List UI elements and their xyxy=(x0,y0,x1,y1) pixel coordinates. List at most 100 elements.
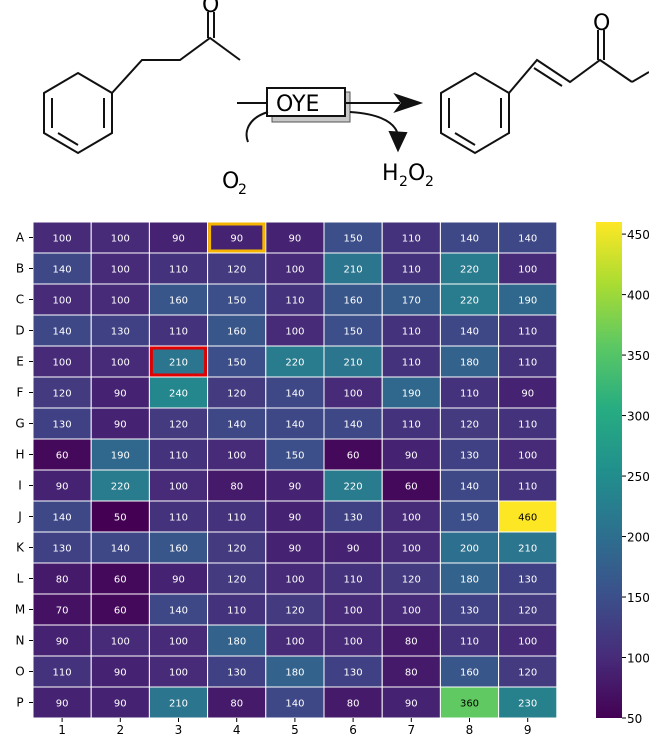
heatmap-cell xyxy=(439,531,500,564)
heatmap-cell-value: 100 xyxy=(111,358,130,369)
heatmap-cell-value: 130 xyxy=(53,544,72,555)
peroxide-label: H 2 O 2 xyxy=(382,161,434,190)
heatmap-cell-value: 110 xyxy=(169,327,188,338)
heatmap-cell xyxy=(32,686,92,719)
heatmap-cell-value: 130 xyxy=(344,513,363,524)
heatmap-cell xyxy=(148,469,209,502)
heatmap-cell xyxy=(381,531,441,564)
heatmap-cell-value: 60 xyxy=(114,606,127,617)
heatmap-cell-value: 160 xyxy=(344,296,363,307)
svg-text:2: 2 xyxy=(399,174,408,190)
heatmap-cell-value: 90 xyxy=(172,234,185,245)
heatmap-cell-value: 120 xyxy=(460,420,479,431)
heatmap-cell xyxy=(207,283,267,316)
heatmap-cell xyxy=(207,345,267,378)
row-label: J xyxy=(17,510,22,524)
heatmap-cell-value: 110 xyxy=(402,234,421,245)
heatmap-cell xyxy=(207,624,267,657)
heatmap-cell-value: 210 xyxy=(344,265,363,276)
row-label: H xyxy=(15,448,24,462)
heatmap-cell-value: 100 xyxy=(53,358,72,369)
heatmap-cell-labels: 100 100 90 90 90 150 110 140 140 140 100 110 120 100 2… xyxy=(53,234,538,710)
row-label: B xyxy=(16,262,24,276)
heatmap-cell-value: 90 xyxy=(114,699,127,710)
heatmap-cell xyxy=(439,221,500,254)
heatmap-cell-value: 110 xyxy=(169,513,188,524)
colorbar-tick-label: 200 xyxy=(627,531,649,545)
heatmap-cell-value: 110 xyxy=(518,482,537,493)
reaction-scheme: O OYE O 2 H 2 O 2 O xyxy=(43,0,649,198)
row-label: M xyxy=(15,603,25,617)
heatmap-cell xyxy=(498,469,558,502)
heatmap-cell-value: 150 xyxy=(344,327,363,338)
colorbar xyxy=(596,222,622,718)
heatmap-cell-value: 120 xyxy=(285,606,304,617)
heatmap-cell-value: 140 xyxy=(285,420,304,431)
heatmap-cell xyxy=(381,345,441,378)
heatmap-cell-value: 110 xyxy=(53,668,72,679)
heatmap-cell-value: 130 xyxy=(53,420,72,431)
heatmap-cell xyxy=(265,345,325,378)
heatmap-cell-value: 210 xyxy=(169,699,188,710)
column-label: 9 xyxy=(524,723,532,737)
heatmap-cell-value: 140 xyxy=(111,544,130,555)
heatmap-cell-value: 130 xyxy=(111,327,130,338)
heatmap-cell-value: 150 xyxy=(227,358,246,369)
heatmap-cell xyxy=(439,283,500,316)
heatmap-cell-value: 140 xyxy=(460,482,479,493)
heatmap-cell-value: 120 xyxy=(169,420,188,431)
heatmap-cell-value: 90 xyxy=(56,637,69,648)
colorbar-tick-label: 100 xyxy=(627,652,649,666)
heatmap-cell-value: 220 xyxy=(460,296,479,307)
carbonyl-o-right: O xyxy=(593,11,610,36)
heatmap-cell-value: 60 xyxy=(405,482,418,493)
heatmap-cell-value: 130 xyxy=(460,451,479,462)
svg-text:2: 2 xyxy=(238,182,247,198)
heatmap-cell xyxy=(498,283,558,316)
heatmap-cell-value: 90 xyxy=(230,234,243,245)
row-label: A xyxy=(16,231,25,245)
row-label: O xyxy=(15,665,24,679)
heatmap-cell-value: 50 xyxy=(114,513,127,524)
heatmap-cell xyxy=(207,655,267,688)
heatmap-cell xyxy=(498,686,558,719)
heatmap-cell xyxy=(148,686,209,719)
heatmap-cell-value: 100 xyxy=(518,451,537,462)
column-label: 4 xyxy=(233,723,241,737)
heatmap-cell xyxy=(148,655,209,688)
heatmap-cell-value: 110 xyxy=(460,389,479,400)
heatmap-cell xyxy=(439,407,500,440)
heatmap-cell-value: 100 xyxy=(111,234,130,245)
heatmap-cell-value: 60 xyxy=(347,451,360,462)
heatmap-cell xyxy=(381,376,441,409)
heatmap-cell xyxy=(148,221,209,254)
heatmap-cell-value: 100 xyxy=(53,234,72,245)
heatmap-cell-value: 140 xyxy=(53,513,72,524)
heatmap-cell xyxy=(323,314,383,347)
heatmap-cell-value: 100 xyxy=(518,637,537,648)
heatmap-cell xyxy=(90,686,150,719)
heatmap-cell-value: 140 xyxy=(169,606,188,617)
heatmap-cell-value: 140 xyxy=(460,327,479,338)
heatmap-cell-value: 140 xyxy=(460,234,479,245)
heatmap-cell-value: 140 xyxy=(227,420,246,431)
heatmap-cell-value: 90 xyxy=(405,451,418,462)
heatmap-cell xyxy=(498,345,558,378)
heatmap-cell-value: 90 xyxy=(114,668,127,679)
row-label: L xyxy=(17,572,24,586)
heatmap-cell-value: 180 xyxy=(227,637,246,648)
row-label: K xyxy=(16,541,25,555)
heatmap-cell xyxy=(32,376,92,409)
heatmap-cell-value: 110 xyxy=(460,637,479,648)
heatmap-cell xyxy=(323,345,383,378)
heatmap-cell-value: 230 xyxy=(518,699,537,710)
heatmap-cell-value: 100 xyxy=(285,265,304,276)
row-label: I xyxy=(18,479,22,493)
column-label: 1 xyxy=(58,723,66,737)
heatmap-cell-value: 140 xyxy=(285,699,304,710)
heatmap-cell-value: 150 xyxy=(344,234,363,245)
colorbar-tick-label: 150 xyxy=(627,591,649,605)
heatmap-cell-value: 100 xyxy=(344,389,363,400)
heatmap-cell-value: 110 xyxy=(518,358,537,369)
heatmap-cell-value: 120 xyxy=(402,575,421,586)
